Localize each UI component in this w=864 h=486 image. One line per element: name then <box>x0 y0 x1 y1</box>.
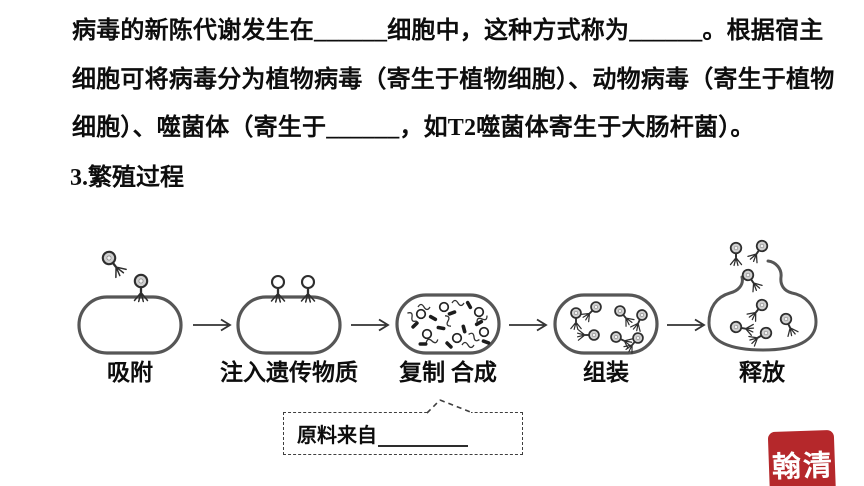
seal-char: 翰 <box>771 450 802 484</box>
stage-label: 吸附 <box>107 360 153 385</box>
arrow-icon <box>509 318 548 332</box>
stage-replication-graphic <box>395 293 501 355</box>
seal-char: 清 <box>802 449 833 483</box>
callout-box: 原料来自 <box>283 399 523 455</box>
arrow-icon <box>351 318 390 332</box>
stage-label: 组装 <box>583 360 629 385</box>
bacterium-cell <box>553 293 659 355</box>
paragraph-line: 细胞）、噬菌体（寄生于______，如T2噬菌体寄生于大肠杆菌）。 <box>72 115 755 141</box>
arrow-icon <box>667 318 706 332</box>
callout-pointer <box>426 399 474 414</box>
watermark-seal: 翰 清 <box>767 429 837 486</box>
phage-reproduction-diagram: 吸附 注入遗传物质 复制 合成 组装 释放 原料来自 <box>0 235 864 486</box>
arrow-icon <box>193 318 232 332</box>
phage-icon <box>746 237 771 265</box>
paragraph-line: 病毒的新陈代谢发生在______细胞中，这种方式称为______。根据宿主 <box>72 18 824 44</box>
paragraph-line: 细胞可将病毒分为植物病毒（寄生于植物细胞）、动物病毒（寄生于植物 <box>72 66 835 93</box>
bacterium-cell <box>77 295 183 355</box>
stage-label: 释放 <box>739 360 785 385</box>
bacterium-cell <box>236 295 342 355</box>
stage-label: 复制 合成 <box>399 360 497 385</box>
callout-label: 原料来自 <box>297 425 377 447</box>
stage-release-graphic <box>707 237 818 352</box>
callout-blank <box>378 421 468 447</box>
phage-icon <box>98 247 128 280</box>
stage-adsorption-graphic <box>77 247 183 355</box>
stage-injection-graphic <box>236 274 342 355</box>
paragraph: 病毒的新陈代谢发生在______细胞中，这种方式称为______。根据宿主 细胞… <box>72 7 847 153</box>
section-heading: 3.繁殖过程 <box>70 165 184 191</box>
phage-icon <box>729 241 743 267</box>
stage-assembly-graphic <box>553 293 659 355</box>
stage-label: 注入遗传物质 <box>220 360 358 385</box>
